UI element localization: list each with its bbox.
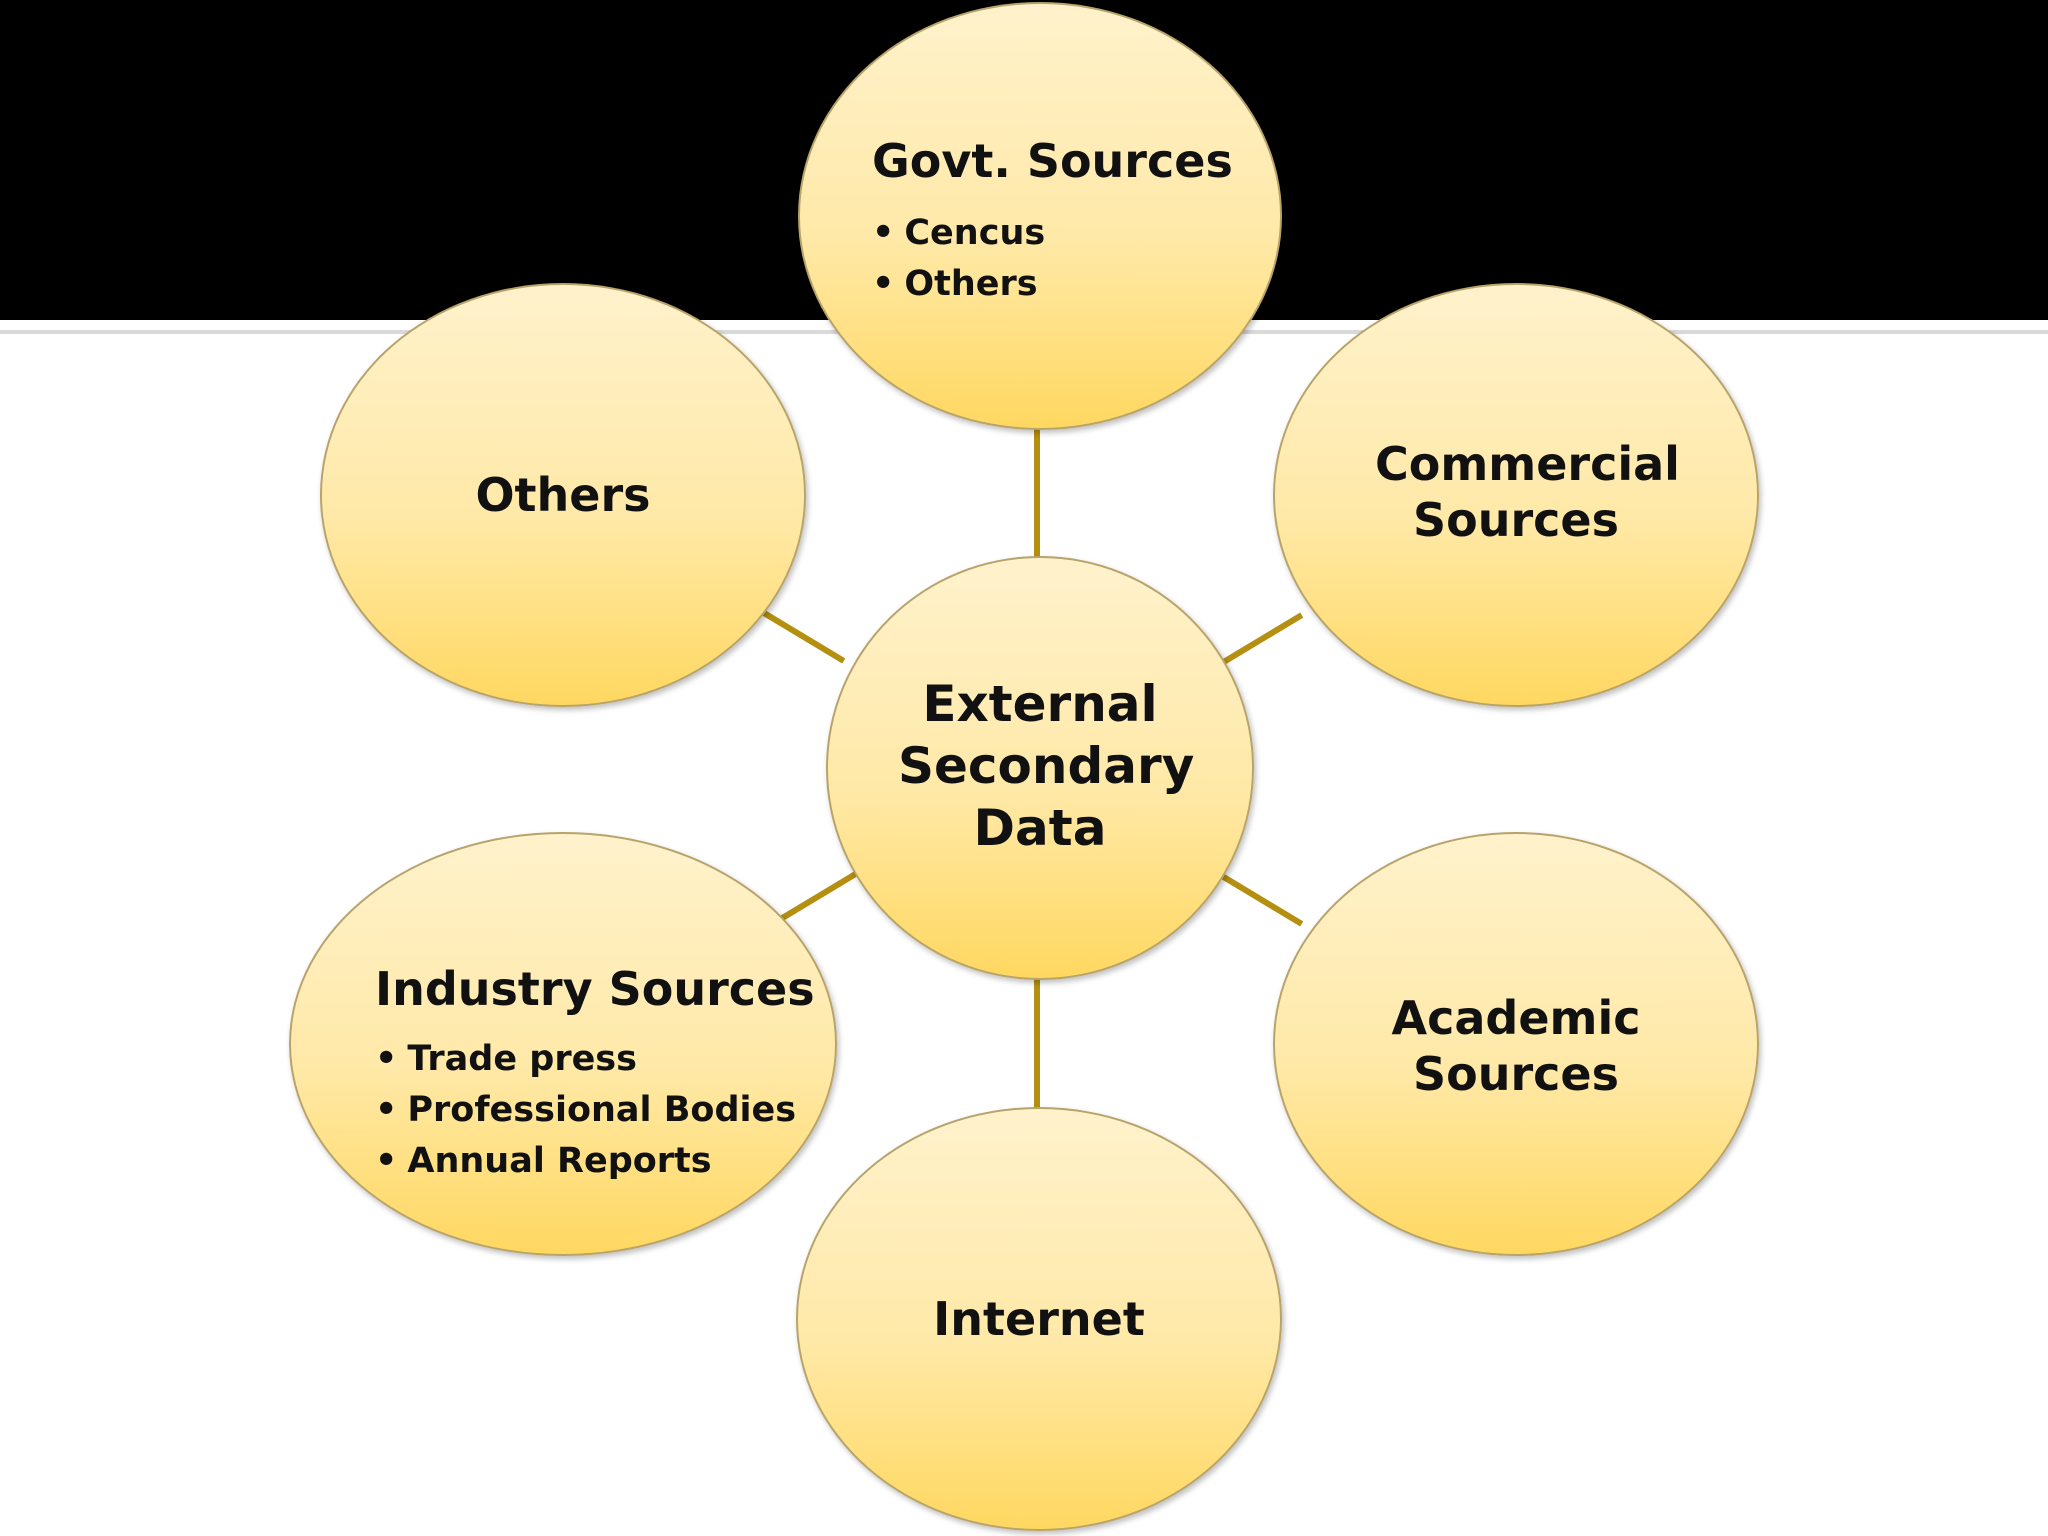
list-item: Cencus xyxy=(872,208,1045,259)
node-others: Others xyxy=(320,283,806,707)
node-govt-sources-list: Cencus Others xyxy=(872,208,1045,310)
node-commercial-sources: Commercial Sources xyxy=(1273,283,1759,707)
node-academic-sources: Academic Sources xyxy=(1273,832,1759,1256)
node-internet-title: Internet xyxy=(933,1292,1145,1346)
node-industry-sources-title: Industry Sources xyxy=(375,962,815,1016)
list-item: Annual Reports xyxy=(375,1136,796,1187)
node-govt-sources: Govt. Sources Cencus Others xyxy=(798,2,1282,430)
node-internet: Internet xyxy=(796,1107,1282,1531)
node-center-title: External Secondary Data xyxy=(898,675,1195,857)
node-academic-sources-title: Academic Sources xyxy=(1391,991,1641,1101)
node-industry-sources: Industry Sources Trade press Professiona… xyxy=(289,832,837,1256)
node-others-title: Others xyxy=(475,468,651,522)
list-item: Professional Bodies xyxy=(375,1085,796,1136)
connector-internet xyxy=(1034,978,1040,1110)
node-govt-sources-title: Govt. Sources xyxy=(872,134,1233,188)
node-industry-sources-list: Trade press Professional Bodies Annual R… xyxy=(375,1034,796,1187)
node-commercial-sources-title: Commercial Sources xyxy=(1375,437,1680,547)
list-item: Others xyxy=(872,259,1045,310)
connector-academic xyxy=(1220,873,1304,927)
connector-industry xyxy=(777,869,861,923)
list-item: Trade press xyxy=(375,1034,796,1085)
connector-govt xyxy=(1034,428,1040,560)
connector-others xyxy=(762,610,846,664)
connector-commercial xyxy=(1220,612,1304,666)
node-external-secondary-data: External Secondary Data xyxy=(826,556,1254,980)
